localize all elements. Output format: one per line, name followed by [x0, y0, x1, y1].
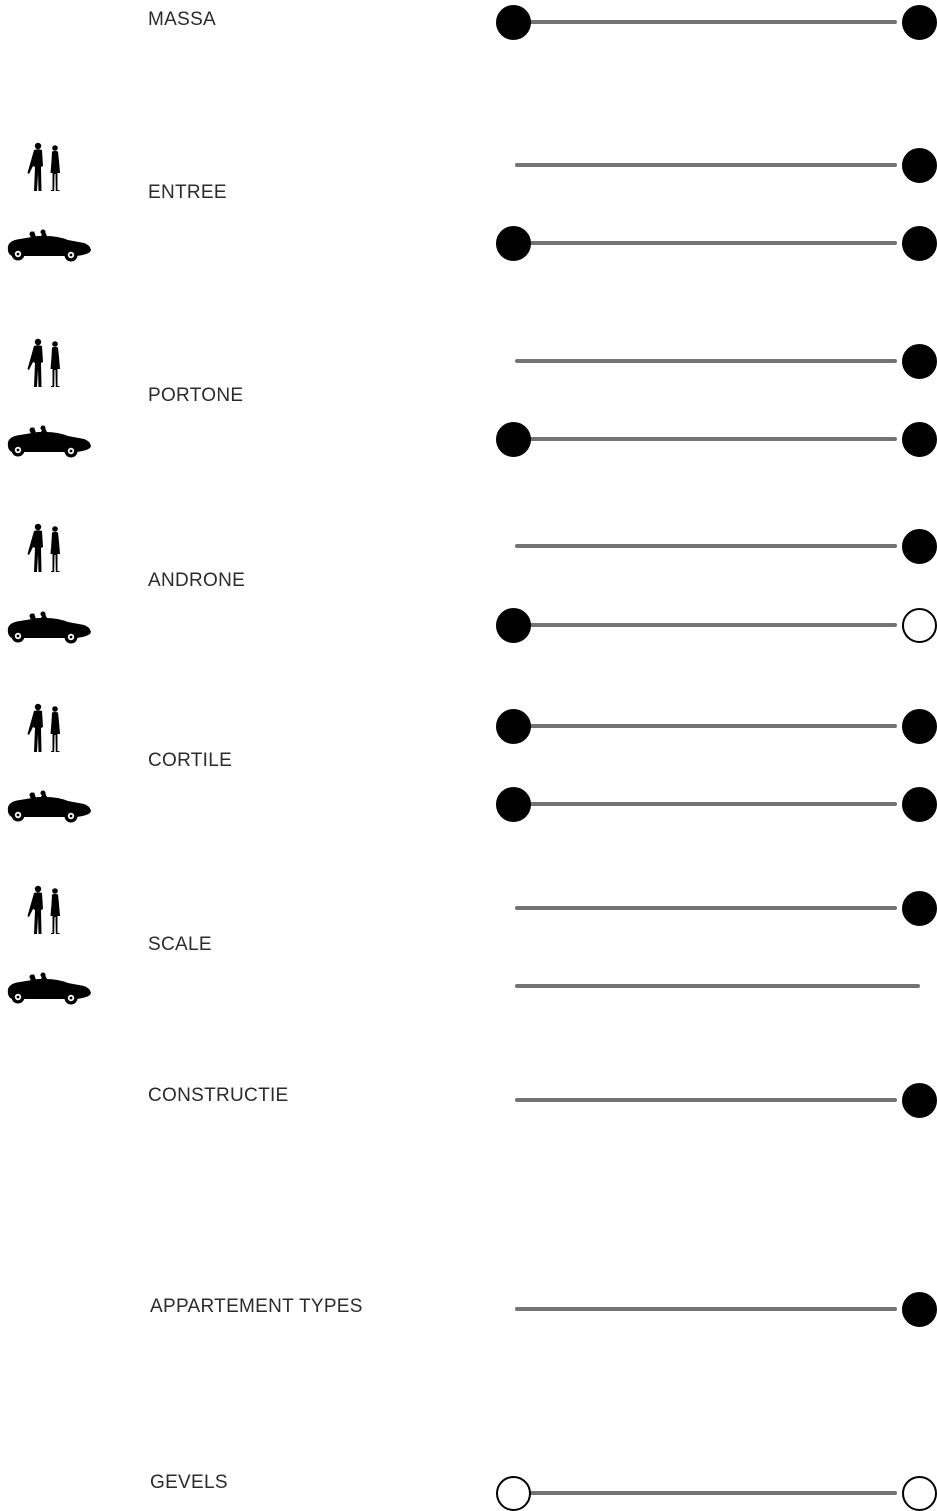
car-icon [7, 611, 91, 644]
car-icon [7, 425, 91, 458]
cortile-row-2-right-filled-dot [902, 787, 937, 822]
massa-row-1-line [520, 20, 897, 24]
label-entree: ENTREE [148, 182, 227, 203]
label-massa: MASSA [148, 9, 217, 30]
constructie-row-1-right-filled-dot [902, 1083, 937, 1118]
label-constructie: CONSTRUCTIE [148, 1085, 289, 1106]
androne-row-1-right-filled-dot [902, 529, 937, 564]
pedestrians-icon [27, 523, 60, 572]
label-appartement-types: APPARTEMENT TYPES [150, 1296, 363, 1317]
cortile-row-2-line [520, 802, 897, 806]
androne-row-1-line [515, 544, 897, 548]
massa-row-1-left-filled-dot [496, 5, 531, 40]
portone-row-2-right-filled-dot [902, 422, 937, 457]
gevels-row-1-left-open-dot [496, 1476, 531, 1511]
cortile-row-1-left-filled-dot [496, 709, 531, 744]
pedestrians-icon [27, 142, 60, 191]
pedestrians-icon [27, 338, 60, 387]
massa-row-1-right-filled-dot [902, 5, 937, 40]
car-icon [7, 229, 91, 262]
gevels-row-1-right-open-dot [902, 1476, 937, 1511]
label-portone: PORTONE [148, 385, 244, 406]
portone-row-2-line [520, 437, 897, 441]
label-cortile: CORTILE [148, 750, 233, 771]
appartement-types-row-1-line [515, 1307, 897, 1311]
cortile-row-2-left-filled-dot [496, 787, 531, 822]
cortile-row-1-right-filled-dot [902, 709, 937, 744]
label-scale: SCALE [148, 934, 212, 955]
car-icon [7, 790, 91, 823]
androne-row-2-right-open-dot [902, 608, 937, 643]
portone-row-2-left-filled-dot [496, 422, 531, 457]
portone-row-1-right-filled-dot [902, 344, 937, 379]
entree-row-2-left-filled-dot [496, 226, 531, 261]
scale-row-1-line [515, 906, 897, 910]
cortile-row-1-line [520, 724, 897, 728]
scale-row-2-line [515, 984, 920, 988]
entree-row-1-line [515, 163, 897, 167]
androne-row-2-line [520, 623, 897, 627]
entree-row-2-right-filled-dot [902, 226, 937, 261]
androne-row-2-left-filled-dot [496, 608, 531, 643]
entree-row-1-right-filled-dot [902, 148, 937, 183]
label-gevels: GEVELS [150, 1472, 228, 1493]
entree-row-2-line [520, 241, 897, 245]
pedestrians-icon [27, 703, 60, 752]
pedestrians-icon [27, 885, 60, 934]
gevels-row-1-line [520, 1491, 897, 1495]
constructie-row-1-line [515, 1098, 897, 1102]
scale-row-1-right-filled-dot [902, 891, 937, 926]
appartement-types-row-1-right-filled-dot [902, 1292, 937, 1327]
label-androne: ANDRONE [148, 570, 246, 591]
car-icon [7, 972, 91, 1005]
portone-row-1-line [515, 359, 897, 363]
